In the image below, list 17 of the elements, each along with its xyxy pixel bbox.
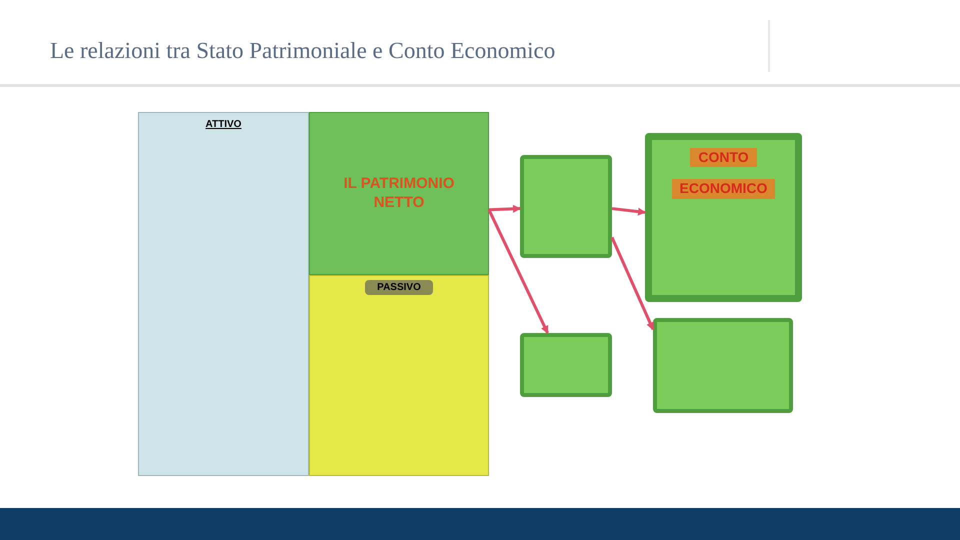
empty-box <box>520 333 612 397</box>
arrow <box>612 207 646 216</box>
arrow <box>610 236 654 330</box>
statement-box <box>309 275 489 476</box>
node-title-band: ECONOMICO <box>672 179 776 198</box>
arrow <box>488 204 521 213</box>
empty-box <box>653 318 793 413</box>
slide-title: Le relazioni tra Stato Patrimoniale e Conto Economico <box>50 37 556 65</box>
node-title-band: CONTO <box>690 148 757 168</box>
statement-box <box>309 112 489 275</box>
statement-box <box>138 112 309 476</box>
node-title: IL PATRIMONIO NETTO <box>342 174 456 212</box>
column-header: ATTIVO <box>206 118 242 132</box>
arrow <box>488 209 549 334</box>
column-header: PASSIVO <box>365 280 433 295</box>
empty-box <box>520 155 612 258</box>
statement-box <box>645 133 802 302</box>
